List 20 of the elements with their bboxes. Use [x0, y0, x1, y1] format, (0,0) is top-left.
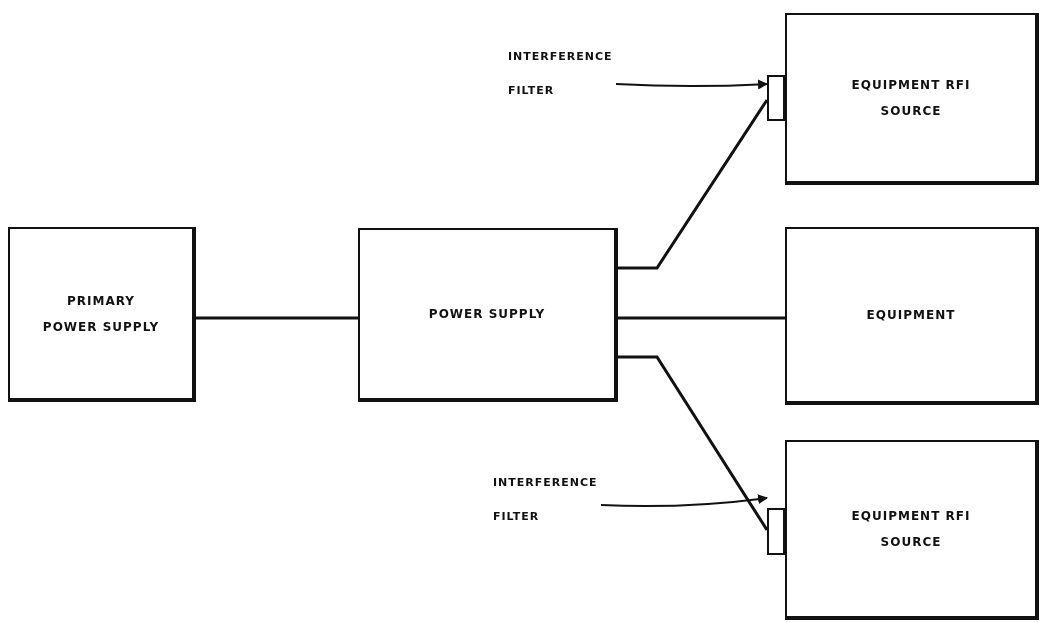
block-box — [785, 13, 1039, 185]
connector-line — [618, 99, 769, 270]
connector-line — [618, 355, 769, 531]
connector-line — [618, 316, 785, 320]
connector-line — [196, 316, 358, 320]
filter-box — [767, 75, 785, 121]
block-box — [8, 227, 196, 402]
block-box — [785, 227, 1039, 405]
leader-line — [600, 494, 768, 508]
callout-text: INTERFERENCE FILTER — [493, 466, 601, 518]
block-label: EQUIPMENT — [865, 307, 957, 324]
block-label: PRIMARY POWER SUPPLY — [41, 292, 161, 336]
block-box — [358, 228, 618, 402]
block-label: POWER SUPPLY — [427, 306, 547, 323]
block-box — [785, 440, 1039, 620]
leader-line — [615, 79, 768, 90]
filter-box — [767, 508, 785, 555]
block-label: EQUIPMENT RFI SOURCE — [850, 508, 972, 551]
callout-text: INTERFERENCE FILTER — [508, 40, 616, 94]
block-label: EQUIPMENT RFI SOURCE — [850, 77, 972, 120]
